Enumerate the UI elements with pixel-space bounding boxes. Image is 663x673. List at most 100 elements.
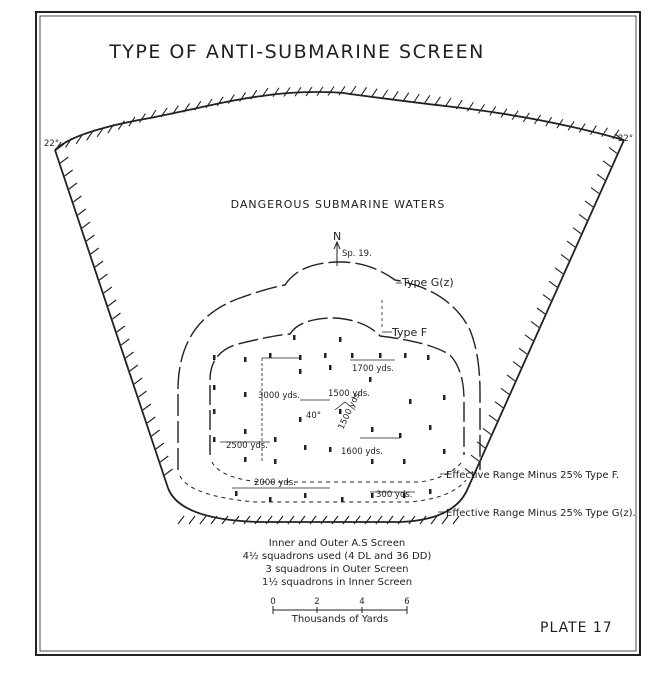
hatch-mark [338,85,346,96]
hatch-mark [243,515,251,525]
hatch-mark [287,515,295,525]
hatch-mark [125,351,134,359]
scale-tick-0: 0 [270,597,275,607]
ship-markers [213,335,446,502]
hatch-mark [86,234,95,242]
hatch-mark [177,515,185,525]
danger-zone-top-hatching [54,85,620,152]
ship-marker [403,459,406,464]
scale-tick-2: 2 [314,597,319,607]
ship-marker [299,417,302,422]
north-arrow: N Sp. 19. [333,230,372,266]
hatch-mark [120,338,130,346]
dist-300: 300 yds. [376,490,412,500]
ship-marker [274,437,277,442]
dist-1700: 1700 yds. [352,364,394,374]
ship-marker [269,497,272,502]
note-line-1: Inner and Outer A.S Screen [269,538,405,549]
hatch-mark [272,87,280,98]
ship-marker [269,353,272,358]
hatch-mark [412,93,420,104]
hatch-mark [60,156,69,164]
hatch-mark [294,86,302,97]
hatch-mark [560,254,570,261]
hatch-mark [512,361,522,368]
ship-marker [409,399,412,404]
hatch-mark [112,312,121,320]
hatch-mark [128,116,136,127]
hatch-mark [360,87,368,97]
hatch-mark [65,138,73,148]
hatch-mark [155,442,165,450]
hatch-mark [86,131,94,141]
hatch-mark [107,299,117,307]
hatch-mark [116,325,126,333]
hatch-mark [103,286,113,294]
hatch-mark [511,110,519,121]
scale-bar: 0 2 4 6 Thousands of Yards [270,597,409,625]
hatch-mark [488,414,498,422]
hatch-mark [327,86,335,96]
scale-tick-6: 6 [404,597,409,607]
ship-marker [329,365,332,370]
hatch-mark [556,118,564,129]
dist-3000: 3000 yds. [258,391,300,401]
hatch-mark [221,515,229,525]
hatch-mark [545,116,553,127]
hatch-mark [90,247,100,255]
hatch-mark [386,515,394,525]
north-label: N [333,230,341,243]
scale-caption: Thousands of Yards [291,614,388,625]
hatch-mark [572,227,582,235]
hatch-mark [75,134,83,145]
dist-1600: 1600 yds. [341,447,383,457]
hatch-mark [129,364,139,372]
hatch-mark [171,105,179,115]
danger-zone-left-hatching [55,143,173,476]
hatch-mark [239,92,247,102]
outer-border [35,11,641,656]
hatch-mark [64,169,74,177]
ship-marker [213,409,216,414]
hatch-mark [536,307,546,315]
hatch-mark [614,133,624,141]
ship-marker [299,355,302,360]
hatch-mark [117,120,125,130]
hatch-mark [441,515,449,525]
hatch-mark [524,334,534,342]
hatch-mark [530,320,540,328]
hatch-mark [433,96,441,106]
hatch-mark [77,208,87,216]
hatch-mark [478,104,486,114]
ship-marker [429,489,432,494]
hatch-mark [205,98,213,109]
plate-label: PLATE 17 [540,620,613,636]
hatch-mark [96,127,104,138]
hatch-mark [353,515,361,525]
hatch-mark [578,123,586,133]
hatch-mark [455,99,463,110]
hatch-mark [522,112,530,123]
hatch-mark [482,428,492,435]
ship-marker [371,459,374,464]
hatch-mark [500,108,508,118]
hatch-mark [423,95,431,105]
ship-marker [443,449,446,454]
hatch-mark [542,294,552,302]
danger-zone-right-hatching [464,133,624,476]
hatch-mark [506,374,516,382]
ship-marker [213,385,216,390]
hatch-mark [283,87,291,97]
hatch-mark [183,103,191,113]
hatch-mark [254,515,262,525]
range-arc-type-g [179,475,467,503]
ship-marker [427,355,430,360]
hatch-mark [397,515,405,525]
hatch-mark [81,221,91,229]
hatch-mark [250,89,258,100]
ship-marker [304,493,307,498]
ship-marker [329,447,332,452]
hatch-mark [364,515,372,525]
hatch-mark [578,213,588,221]
